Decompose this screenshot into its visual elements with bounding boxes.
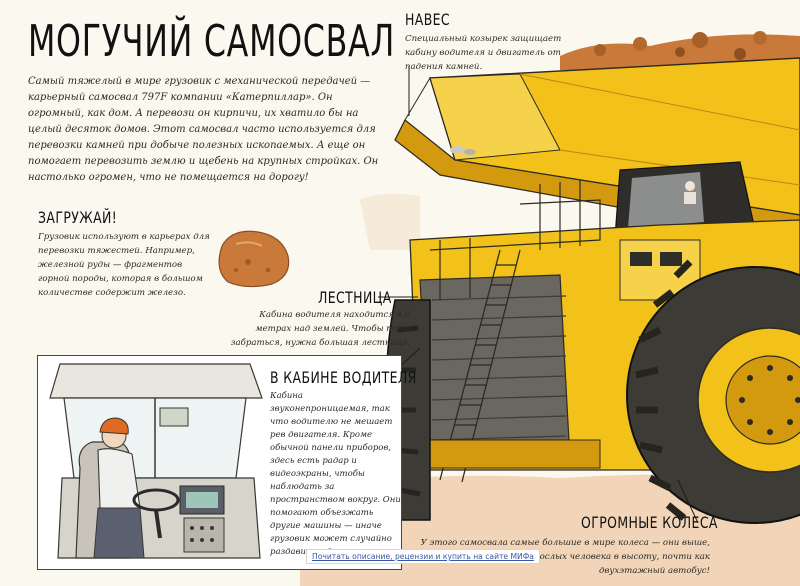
cab-panel — [37, 355, 402, 570]
page-title: МОГУЧИЙ САМОСВАЛ — [28, 16, 396, 67]
wheels-text: У этого самосвала самые большие в мире к… — [420, 538, 710, 576]
canopy-heading: НАВЕС — [405, 10, 451, 29]
wheels-heading: ОГРОМНЫЕ КОЛЕСА — [581, 513, 718, 532]
intro-paragraph: Самый тяжелый в мире грузовик с механиче… — [28, 76, 379, 183]
ladder-text: Кабина водителя находится в 6 метрах над… — [230, 310, 410, 348]
canopy-text: Специальный козырек защищает кабину води… — [405, 34, 562, 72]
load-heading: ЗАГРУЖАЙ! — [38, 208, 118, 227]
load-text: Грузовик используют в карьерах для перев… — [38, 232, 210, 298]
ladder-heading: ЛЕСТНИЦА — [318, 288, 392, 307]
cab-heading: В КАБИНЕ ВОДИТЕЛЯ — [270, 368, 417, 387]
rock-icon — [218, 230, 290, 288]
buy-on-mif-link[interactable]: Почитать описание, рецензии и купить на … — [306, 549, 540, 564]
driver-illustration — [49, 363, 263, 559]
cab-text: Кабина звуконепроницаемая, так что водит… — [270, 391, 401, 557]
